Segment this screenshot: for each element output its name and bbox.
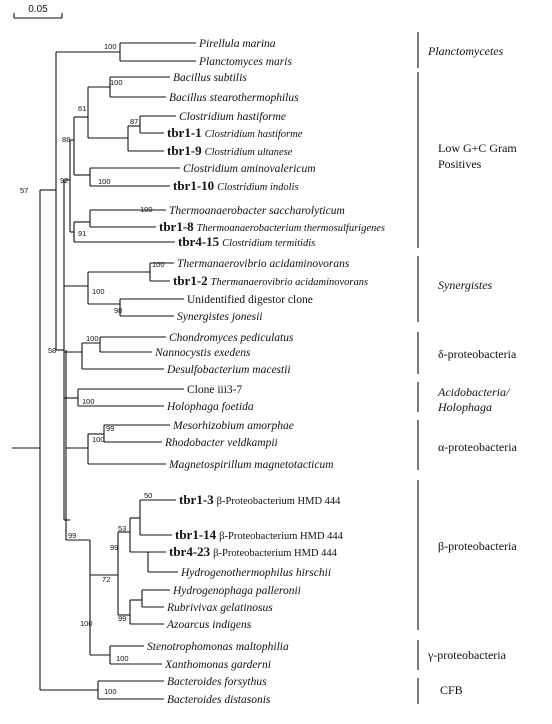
bootstrap-value: 61 xyxy=(78,104,86,113)
group-labels: Planctomycetes Low G+C Gram Positives Sy… xyxy=(427,44,518,697)
group-label-gamma: γ-proteobacteria xyxy=(427,648,507,662)
bootstrap-value: 88 xyxy=(62,135,70,144)
scale-bar-label: 0.05 xyxy=(28,4,48,15)
bootstrap-value: 91 xyxy=(78,229,86,238)
taxa-labels: Pirellula marina Planctomyces maris Baci… xyxy=(147,38,385,706)
taxon-label: Unidentified digestor clone xyxy=(187,294,313,306)
group-label-low-gc-2: Positives xyxy=(438,157,482,171)
bootstrap-value: 57 xyxy=(20,186,28,195)
group-label-synergistes: Synergistes xyxy=(438,278,493,292)
bootstrap-value: 98 xyxy=(114,306,122,315)
bootstrap-value: 100 xyxy=(92,435,105,444)
bootstrap-value: 100 xyxy=(80,619,93,628)
group-label-acidobacteria: Acidobacteria/ xyxy=(437,385,511,399)
bootstrap-value: 100 xyxy=(82,397,95,406)
scale-bar: 0.05 xyxy=(13,4,63,19)
taxon-label: Holophaga foetida xyxy=(166,401,254,413)
bootstrap-value: 100 xyxy=(86,334,99,343)
group-label-beta: β-proteobacteria xyxy=(438,539,517,553)
taxon-label: Bacteroides distasonis xyxy=(167,694,271,706)
taxon-label: Mesorhizobium amorphae xyxy=(172,420,294,432)
tree-branches xyxy=(12,42,196,700)
bootstrap-values: 100 100 87 61 88 100 92 100 91 57 100 98… xyxy=(20,42,165,696)
bootstrap-value: 100 xyxy=(104,687,117,696)
bootstrap-value: 99 xyxy=(110,543,118,552)
group-label-cfb: CFB xyxy=(440,683,463,697)
bootstrap-value: 92 xyxy=(60,176,68,185)
taxon-label: Rubrivivax gelatinosus xyxy=(166,602,273,614)
taxon-label: Hydrogenophaga palleronii xyxy=(172,585,301,597)
taxon-label: Clostridium aminovalericum xyxy=(183,163,316,175)
bootstrap-value: 99 xyxy=(68,531,76,540)
bootstrap-value: 99 xyxy=(106,424,114,433)
taxon-label: Clone iii3-7 xyxy=(187,384,243,396)
taxon-label: Hydrogenothermophilus hirschii xyxy=(180,567,331,579)
taxon-label: Bacillus subtilis xyxy=(173,72,247,84)
bootstrap-value: 100 xyxy=(140,205,153,214)
taxon-label: Bacteroides forsythus xyxy=(167,676,267,688)
bootstrap-value: 100 xyxy=(116,654,129,663)
bootstrap-value: 58 xyxy=(48,346,56,355)
bootstrap-value: 50 xyxy=(144,491,152,500)
taxon-label: Chondromyces pediculatus xyxy=(169,332,294,344)
bootstrap-value: 100 xyxy=(92,287,105,296)
taxon-label: Thermoanaerobacter saccharolyticum xyxy=(169,205,345,217)
bootstrap-value: 53 xyxy=(118,524,126,533)
bootstrap-value: 100 xyxy=(152,260,165,269)
taxon-label: Bacillus stearothermophilus xyxy=(169,92,299,104)
taxon-label: Pirellula marina xyxy=(198,38,276,50)
taxon-label: Stenotrophomonas maltophilia xyxy=(147,641,289,653)
taxon-label: Synergistes jonesii xyxy=(177,311,263,323)
taxon-label: Rhodobacter veldkampii xyxy=(164,437,278,449)
taxon-label: Xanthomonas garderni xyxy=(164,659,271,671)
taxon-label: Clostridium hastiforme xyxy=(179,111,286,123)
bootstrap-value: 100 xyxy=(104,42,117,51)
taxon-label: Azoarcus indigens xyxy=(166,619,252,631)
group-label-low-gc: Low G+C Gram xyxy=(438,141,517,155)
group-label-alpha: α-proteobacteria xyxy=(438,440,518,454)
taxon-label: Nannocystis exedens xyxy=(154,347,251,359)
bootstrap-value: 100 xyxy=(110,78,123,87)
taxon-label: Thermanaerovibrio acidaminovorans xyxy=(177,258,350,270)
group-label-delta: δ-proteobacteria xyxy=(438,347,517,361)
bootstrap-value: 100 xyxy=(98,177,111,186)
taxon-label: Planctomyces maris xyxy=(198,56,292,68)
taxon-label: Magnetospirillum magnetotacticum xyxy=(168,459,334,471)
bootstrap-value: 87 xyxy=(130,117,138,126)
group-label-holophaga: Holophaga xyxy=(437,400,492,414)
bootstrap-value: 99 xyxy=(118,614,126,623)
group-label-planctomycetes: Planctomycetes xyxy=(427,44,504,58)
bootstrap-value: 72 xyxy=(102,575,110,584)
taxon-label: Desulfobacterium macestii xyxy=(166,364,291,376)
